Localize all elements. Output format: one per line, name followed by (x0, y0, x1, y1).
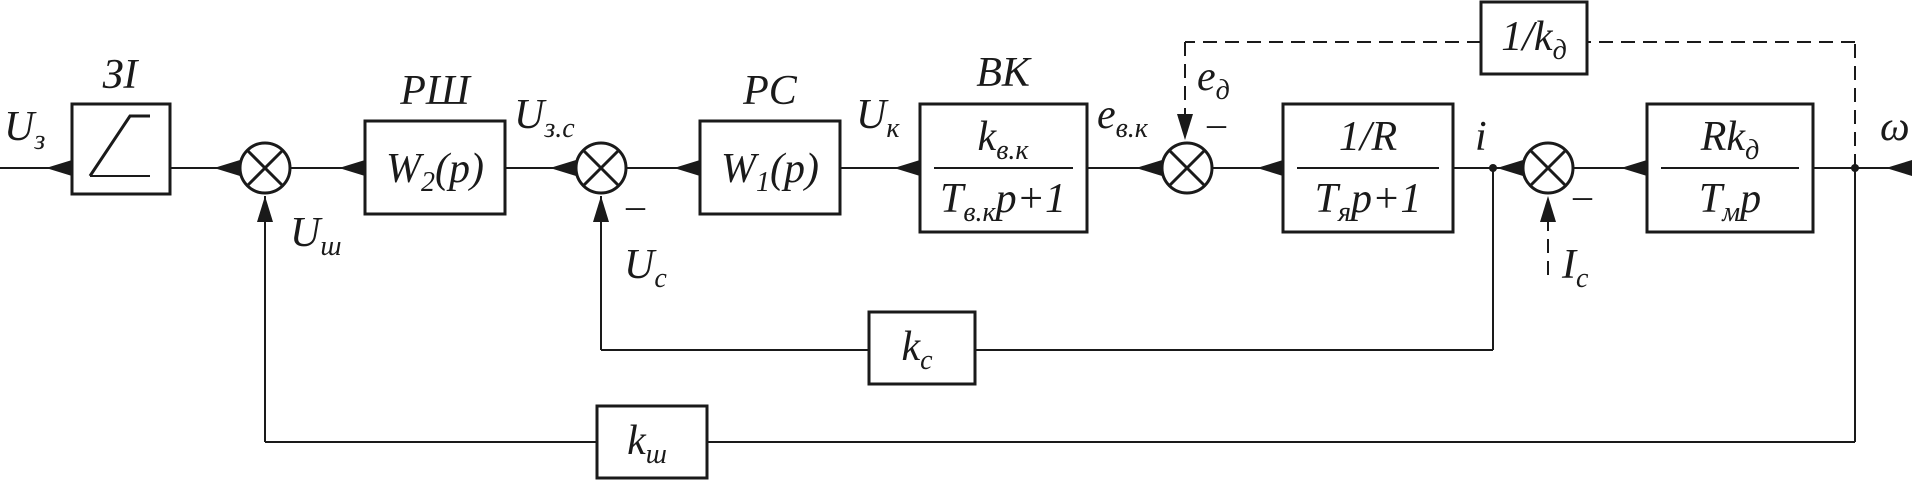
arrow-usc-up (593, 196, 609, 222)
label-u-c: Uс (624, 242, 667, 294)
block-kd-transfer: 1/kд (1501, 14, 1566, 66)
label-minus-ed: – (1206, 103, 1227, 145)
label-u-zs: Uз.с (514, 92, 575, 144)
sum-junction-2 (574, 141, 628, 195)
sum-junction-1 (238, 141, 292, 195)
block-mechanical-numerator: Rkд (1700, 114, 1759, 166)
arrow-to-sum1 (214, 160, 240, 176)
block-kd (1479, 0, 1589, 76)
label-e-d: eд (1197, 54, 1230, 106)
block-armature-denominator: Tяp+1 (1315, 176, 1422, 228)
block-vk-numerator: kв.к (978, 114, 1030, 166)
block-kc (867, 310, 977, 386)
arrow-to-vk (894, 160, 920, 176)
label-minus-uc: – (625, 185, 646, 227)
block-rs-transfer: W1(p) (721, 146, 819, 198)
sum-junction-4 (1521, 141, 1575, 195)
label-i-c: Iс (1561, 242, 1589, 294)
label-i: i (1475, 114, 1487, 160)
block-ksh-gain: kш (627, 418, 667, 470)
junction-omega (1851, 164, 1859, 172)
block-vk-title: ВК (976, 50, 1032, 96)
arrow-to-armature (1257, 160, 1283, 176)
arrow-to-rs (674, 160, 700, 176)
block-armature (1281, 102, 1455, 234)
junction-i (1489, 164, 1497, 172)
arrow-to-mech (1621, 160, 1647, 176)
arrow-ed-down (1177, 114, 1193, 140)
arrow-ush-up (257, 196, 273, 222)
block-rsh-transfer: W2(p) (386, 146, 484, 198)
arrow-input (46, 160, 72, 176)
block-rsh-title: РШ (399, 68, 472, 114)
block-ksh (595, 404, 709, 480)
block-vk (918, 102, 1089, 234)
block-zi (70, 102, 172, 196)
block-mechanical-denominator: Tмp (1699, 176, 1761, 228)
feedback-lines (264, 168, 1856, 443)
block-rs-title: РС (742, 68, 798, 114)
label-minus-ic: – (1572, 175, 1593, 217)
block-armature-numerator: 1/R (1339, 114, 1397, 160)
arrow-to-sum3 (1136, 160, 1162, 176)
arrow-to-sum4 (1497, 160, 1523, 176)
arrowheads (46, 114, 1912, 222)
label-omega: ω (1880, 104, 1910, 150)
block-mechanical (1645, 102, 1815, 234)
block-rs (698, 119, 842, 216)
block-zi-title: ЗІ (103, 52, 140, 98)
arrow-to-rsh (339, 160, 365, 176)
block-kc-gain: kс (901, 324, 933, 376)
label-u-sh: Uш (290, 210, 341, 262)
sum-junction-3 (1160, 141, 1214, 195)
label-u-z: Uз (4, 104, 45, 156)
arrow-to-sum2 (550, 160, 576, 176)
arrow-ic-up (1540, 196, 1556, 222)
label-u-k: Uк (856, 92, 900, 144)
arrow-output (1886, 160, 1912, 176)
label-e-vk: eв.к (1097, 92, 1149, 144)
block-rsh (363, 119, 507, 216)
block-vk-denominator: Tв.кp+1 (940, 176, 1066, 228)
